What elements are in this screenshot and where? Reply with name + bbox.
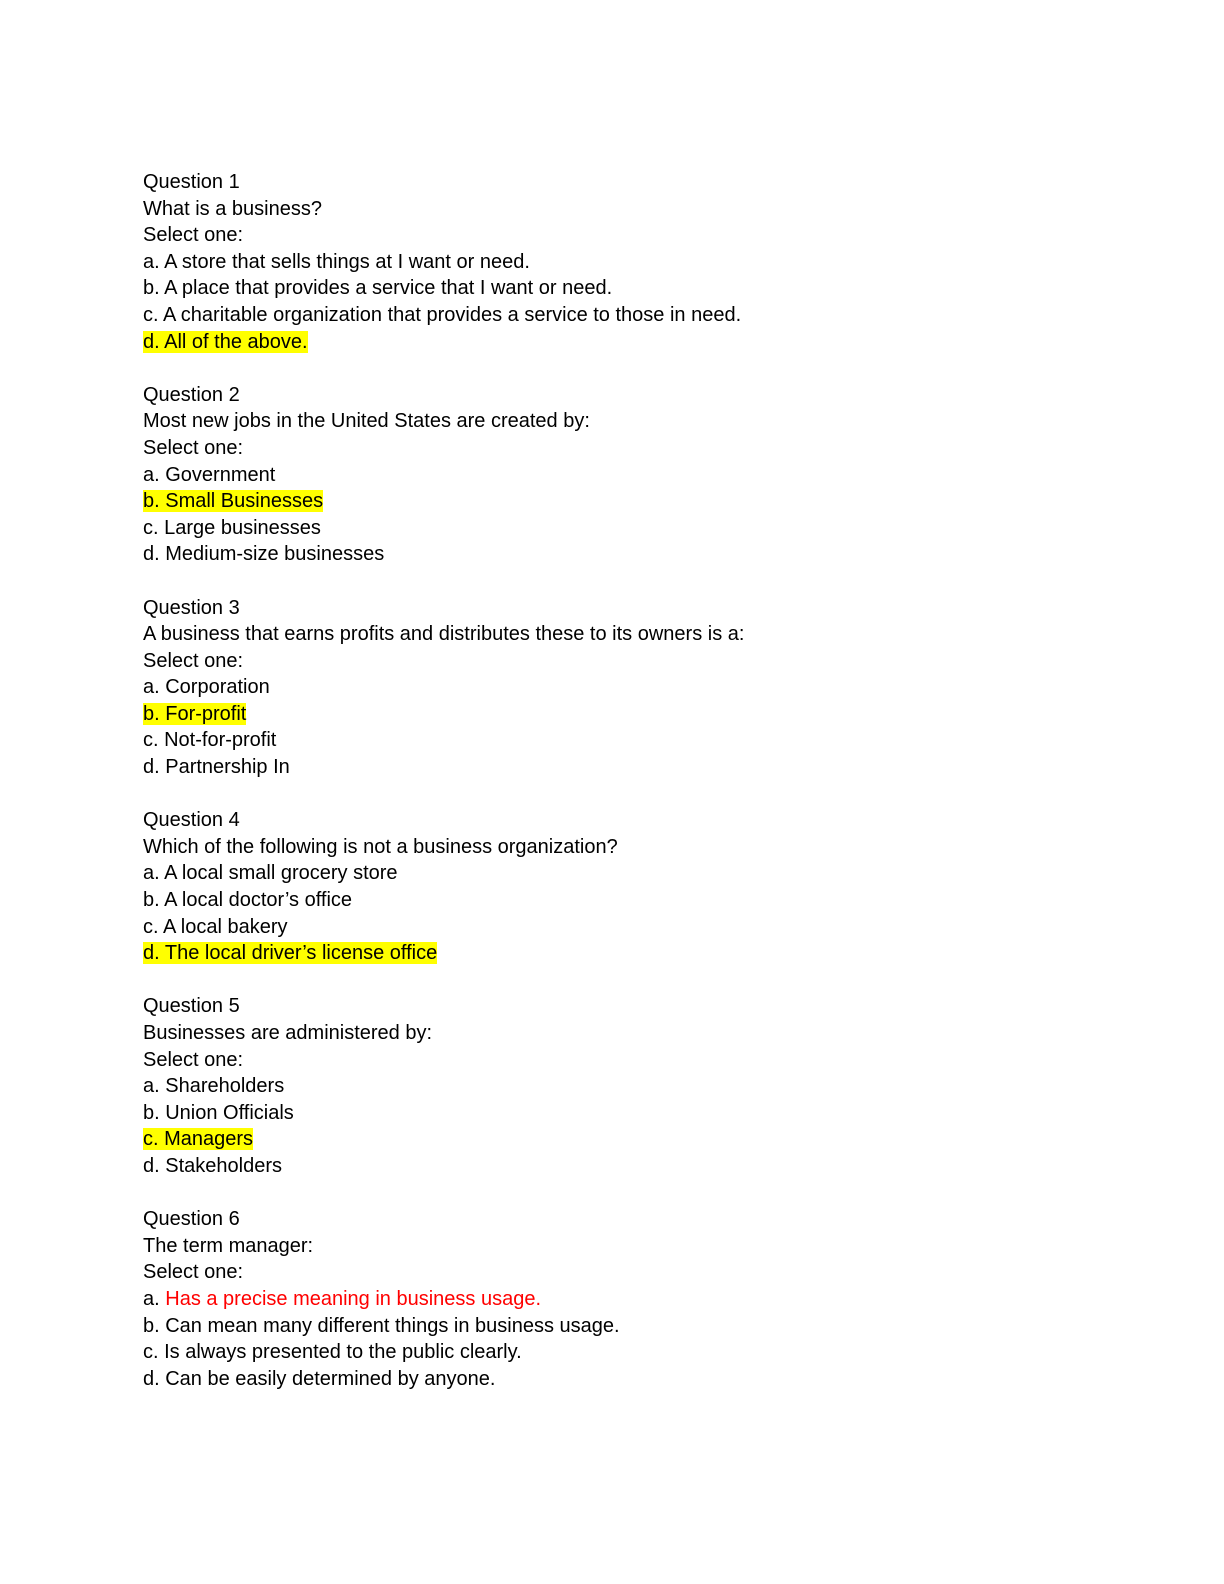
answer-option-text: d. Medium-size businesses: [143, 543, 385, 566]
answer-option-text: d. Can be easily determined by anyone.: [143, 1367, 496, 1390]
question-title: Question 5: [143, 995, 240, 1018]
answer-option: a. Government: [143, 462, 1143, 489]
highlighted-answer: d. All of the above.: [143, 330, 308, 353]
answer-option: a. A store that sells things at I want o…: [143, 249, 1143, 276]
answer-option-text: a. Government: [143, 463, 276, 486]
answer-option: d. Partnership In: [143, 754, 1143, 781]
highlighted-answer: b. Small Businesses: [143, 490, 324, 513]
question-prompt: A business that earns profits and distri…: [143, 623, 745, 646]
question-title: Question 6: [143, 1208, 240, 1231]
select-instruction: Select one:: [143, 436, 244, 459]
highlighted-answer: d. The local driver’s license office: [143, 942, 438, 965]
answer-option-text: b. A local doctor’s office: [143, 889, 353, 912]
answer-option: b. A local doctor’s office: [143, 887, 1143, 914]
answer-option: b. A place that provides a service that …: [143, 275, 1143, 302]
answer-option: d. Stakeholders: [143, 1153, 1143, 1180]
question-prompt: The term manager:: [143, 1234, 314, 1257]
answer-option: c. A local bakery: [143, 914, 1143, 941]
question-title: Question 2: [143, 383, 240, 406]
answer-option: d. Medium-size businesses: [143, 541, 1143, 568]
answer-option-text: d. Stakeholders: [143, 1154, 282, 1177]
question-prompt: What is a business?: [143, 197, 322, 220]
question-block-2: Question 2 Most new jobs in the United St…: [143, 382, 1143, 568]
answer-option-text: c. Not-for-profit: [143, 729, 277, 752]
answer-option: c. Is always presented to the public cle…: [143, 1339, 1143, 1366]
question-prompt: Businesses are administered by:: [143, 1022, 433, 1044]
question-block-3: Question 3 A business that earns profits …: [143, 595, 1143, 781]
highlighted-answer: b. For-profit: [143, 702, 247, 725]
answer-option: a. Shareholders: [143, 1073, 1143, 1100]
answer-option: c. Not-for-profit: [143, 727, 1143, 754]
question-prompt: Most new jobs in the United States are c…: [143, 410, 590, 433]
select-instruction: Select one:: [143, 224, 244, 247]
answer-option: c. Managers: [143, 1126, 1143, 1153]
answer-option-text: a. A store that sells things at I want o…: [143, 250, 530, 273]
select-instruction: Select one:: [143, 649, 244, 672]
answer-option: c. A charitable organization that provid…: [143, 302, 1143, 329]
answer-option-text: a. A local small grocery store: [143, 862, 398, 885]
question-block-1: Question 1 What is a business? Select one:…: [143, 169, 1143, 355]
question-block-4: Question 4 Which of the following is not …: [143, 807, 1143, 967]
marked-answer-text: Has a precise meaning in business usage.: [165, 1287, 542, 1310]
question-title: Question 1: [143, 171, 240, 193]
answer-option-text: d. Partnership In: [143, 756, 290, 779]
answer-option: b. For-profit: [143, 701, 1143, 728]
question-list: Question 1 What is a business? Select one:…: [143, 169, 1143, 1419]
answer-option: b. Can mean many different things in bus…: [143, 1313, 1143, 1340]
select-instruction: Select one:: [143, 1048, 244, 1071]
answer-option: a. Has a precise meaning in business usa…: [143, 1286, 1143, 1313]
select-instruction: Select one:: [143, 1261, 244, 1284]
answer-option-text: b. Union Officials: [143, 1101, 294, 1124]
question-title: Question 4: [143, 809, 240, 832]
answer-option-text: b. A place that provides a service that …: [143, 277, 613, 300]
highlighted-answer: c. Managers: [143, 1128, 254, 1151]
answer-option: b. Union Officials: [143, 1100, 1143, 1127]
answer-option-text: c. Is always presented to the public cle…: [143, 1341, 522, 1364]
question-title: Question 3: [143, 596, 240, 619]
question-block-5: Question 5 Businesses are administered by…: [143, 993, 1143, 1179]
answer-option-text: c. A local bakery: [143, 915, 288, 938]
answer-option-text: c. Large businesses: [143, 516, 321, 539]
answer-option: d. Can be easily determined by anyone.: [143, 1366, 1143, 1393]
answer-option-text: b. Can mean many different things in bus…: [143, 1314, 620, 1337]
question-prompt: Which of the following is not a business…: [143, 835, 618, 858]
answer-option: a. A local small grocery store: [143, 860, 1143, 887]
answer-option: d. The local driver’s license office: [143, 940, 1143, 967]
answer-option: c. Large businesses: [143, 515, 1143, 542]
answer-option-text: a. Corporation: [143, 676, 270, 699]
answer-option: d. All of the above.: [143, 329, 1143, 356]
answer-option-letter: a.: [143, 1287, 166, 1310]
answer-option-text: a. Shareholders: [143, 1075, 285, 1098]
answer-option-text: c. A charitable organization that provid…: [143, 303, 742, 326]
answer-option: b. Small Businesses: [143, 488, 1143, 515]
answer-option: a. Corporation: [143, 674, 1143, 701]
